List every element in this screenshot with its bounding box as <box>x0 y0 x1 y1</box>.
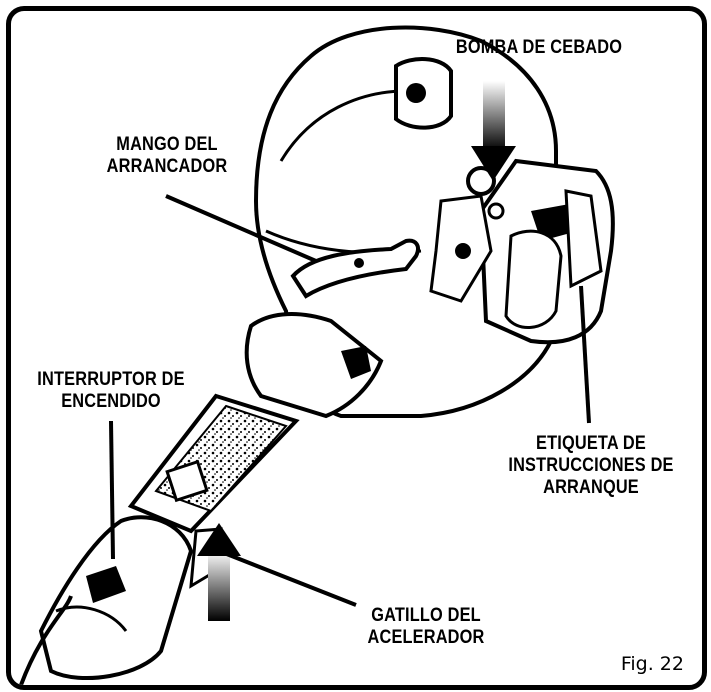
leader-trigger <box>218 549 357 607</box>
primer-arrow <box>471 81 516 181</box>
primer-bulb-label: BOMBA DE CEBADO <box>455 37 623 58</box>
leader-starter <box>165 194 317 263</box>
instruction-label-panel <box>504 229 563 329</box>
housing-detail <box>279 89 407 162</box>
figure-number: Fig. 22 <box>620 653 684 675</box>
leader-switch <box>109 420 115 560</box>
starter-handle <box>290 238 420 299</box>
trimmer-illustration <box>19 25 615 685</box>
starting-instructions-label: ETIQUETA DE INSTRUCCIONES DE ARRANQUE <box>508 433 674 498</box>
leader-etiqueta <box>579 285 591 424</box>
throttle-arrow <box>197 523 241 621</box>
throttle-trigger-label: GATILLO DEL ACELERADOR <box>367 605 485 648</box>
on-off-switch-label: INTERRUPTOR DE ENCENDIDO <box>37 369 185 412</box>
figure-frame: BOMBA DE CEBADO MANGO DEL ARRANCADOR INT… <box>6 6 707 690</box>
starter-handle-label: MANGO DEL ARRANCADOR <box>106 134 228 177</box>
handle-grip <box>38 515 194 681</box>
collar <box>244 312 384 419</box>
